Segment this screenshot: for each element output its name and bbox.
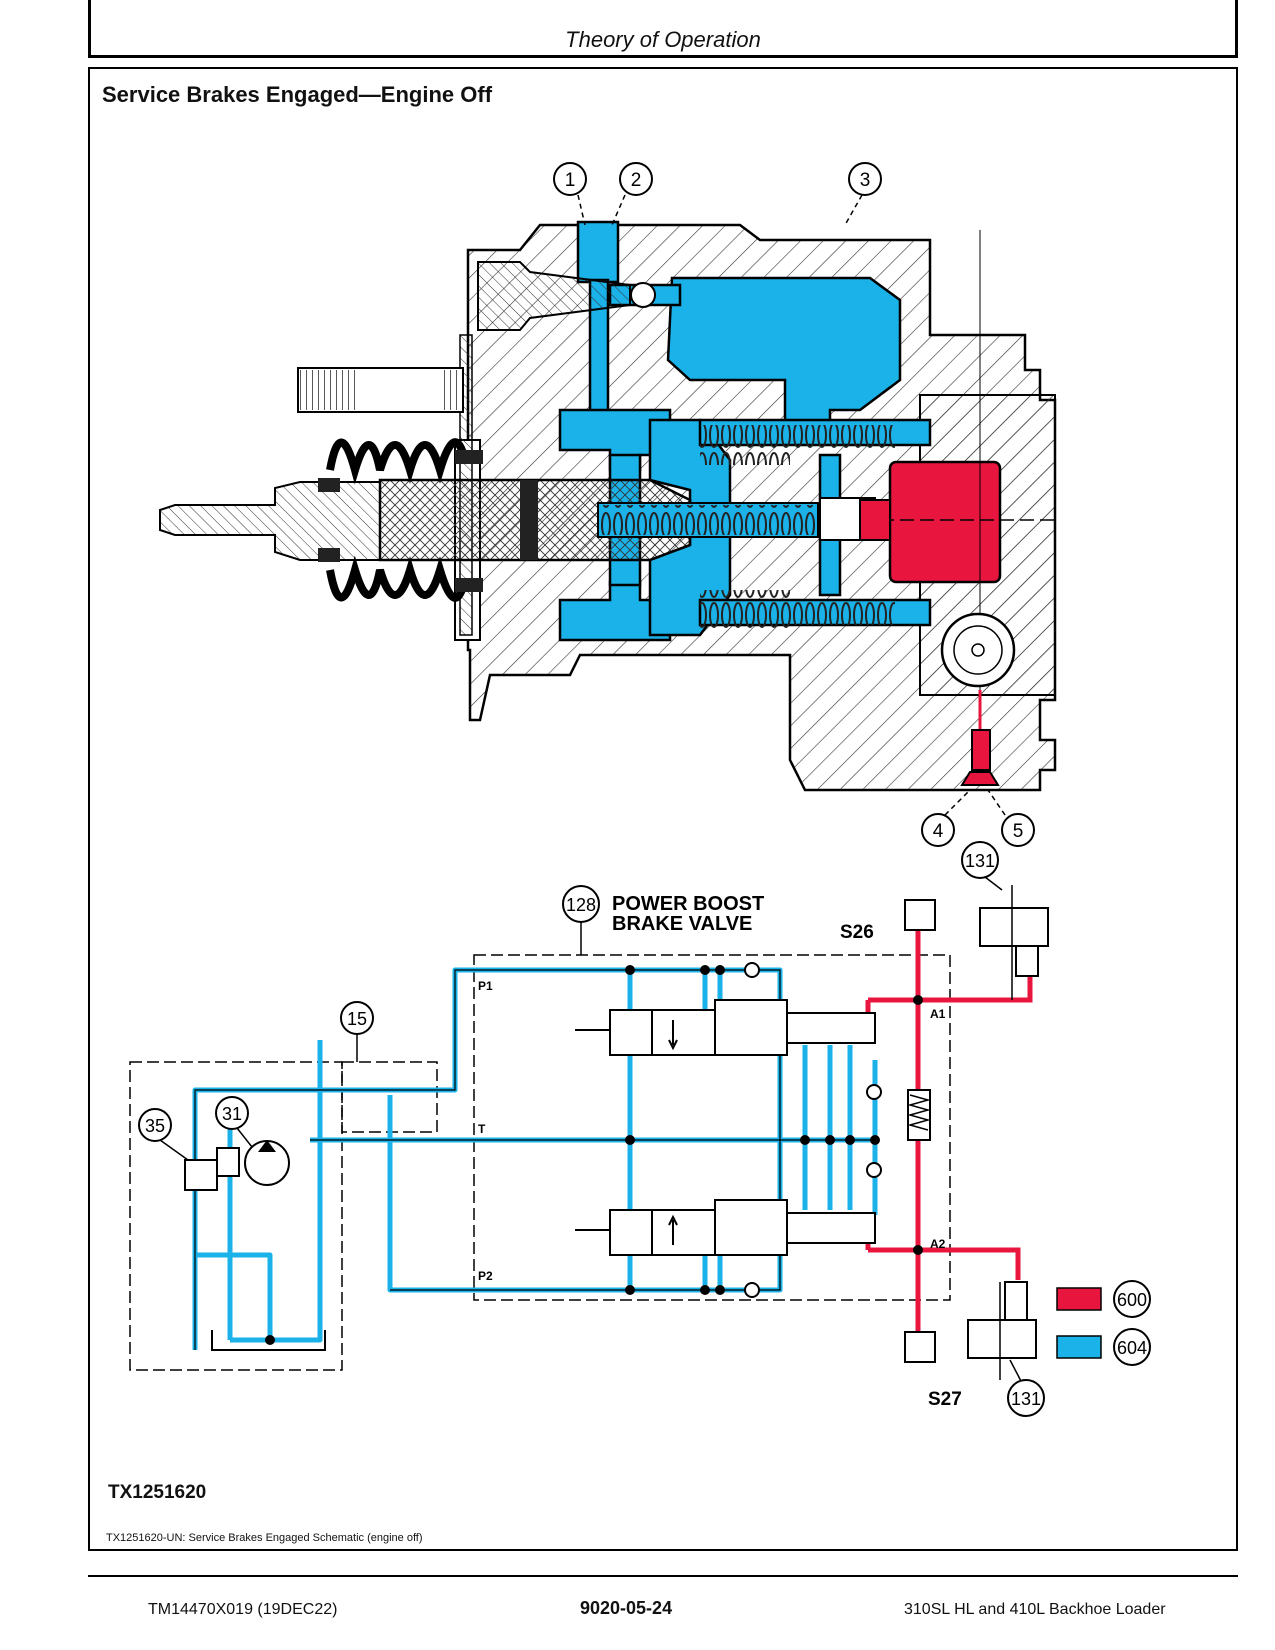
callout-15: 15 [340, 1001, 374, 1035]
callout-2: 2 [619, 162, 653, 196]
switch-s27 [904, 1331, 936, 1363]
svg-text:131: 131 [965, 851, 995, 871]
svg-text:128: 128 [566, 895, 596, 915]
header-box: Theory of Operation [88, 0, 1238, 58]
svg-text:4: 4 [933, 821, 944, 842]
footer-machine: 310SL HL and 410L Backhoe Loader [904, 1601, 1166, 1618]
callout-31: 31 [215, 1096, 249, 1130]
port-a1: A1 [930, 1007, 946, 1021]
legend-swatch-600 [1056, 1287, 1102, 1311]
valve-cutaway [159, 194, 1060, 816]
bellows-boot-bottom [326, 555, 469, 602]
svg-text:35: 35 [145, 1116, 165, 1136]
callout-3: 3 [848, 162, 882, 196]
switch-s26 [904, 899, 936, 931]
svg-text:131: 131 [1011, 1389, 1041, 1409]
port-p1: P1 [478, 979, 493, 993]
pump-dashed-box [129, 1061, 343, 1371]
callout-4: 4 [921, 813, 955, 847]
svg-text:15: 15 [347, 1009, 367, 1029]
label-s27: S27 [928, 1389, 962, 1410]
svg-text:2: 2 [631, 170, 642, 191]
hydraulic-schematic: POWER BOOST BRAKE VALVE S26 S27 P1 P2 T … [129, 876, 1049, 1410]
figure-id: TX1251620 [108, 1482, 207, 1503]
label-s26: S26 [840, 922, 874, 943]
legend-code-604: 604 [1117, 1338, 1147, 1358]
callout-131-top: 131 [961, 841, 999, 879]
figure-frame [88, 67, 1238, 1551]
port-p2: P2 [478, 1269, 493, 1283]
blue-oil-passages [558, 220, 932, 642]
svg-text:3: 3 [860, 170, 871, 191]
port-t: T [478, 1122, 486, 1136]
callout-35: 35 [138, 1108, 172, 1142]
valve-dashed-box [473, 954, 951, 1301]
legend-code-600: 600 [1117, 1290, 1147, 1310]
valve-label-1: POWER BOOST [612, 893, 764, 915]
callout-5: 5 [1001, 813, 1035, 847]
header-title: Theory of Operation [565, 27, 761, 52]
callout-131-bottom: 131 [1007, 1379, 1045, 1417]
figure-caption: TX1251620-UN: Service Brakes Engaged Sch… [106, 1532, 423, 1544]
legend: 600 604 [1056, 1280, 1151, 1366]
input-rod [159, 481, 381, 561]
svg-text:31: 31 [222, 1104, 242, 1124]
callout-1: 1 [553, 162, 587, 196]
valve-label-2: BRAKE VALVE [612, 913, 752, 935]
svg-text:5: 5 [1013, 821, 1024, 842]
red-lines [865, 925, 1033, 1335]
figure-title: Service Brakes Engaged—Engine Off [102, 82, 493, 107]
port-a2: A2 [930, 1237, 946, 1251]
footer-rule [88, 1575, 1238, 1577]
svg-text:1: 1 [565, 170, 576, 191]
callout-128: 128 [562, 885, 600, 923]
bellows-boot-top [326, 438, 469, 485]
legend-swatch-604 [1056, 1335, 1102, 1359]
footer-doc-id: TM14470X019 (19DEC22) [148, 1601, 338, 1618]
footer-page-number: 9020-05-24 [580, 1598, 673, 1618]
